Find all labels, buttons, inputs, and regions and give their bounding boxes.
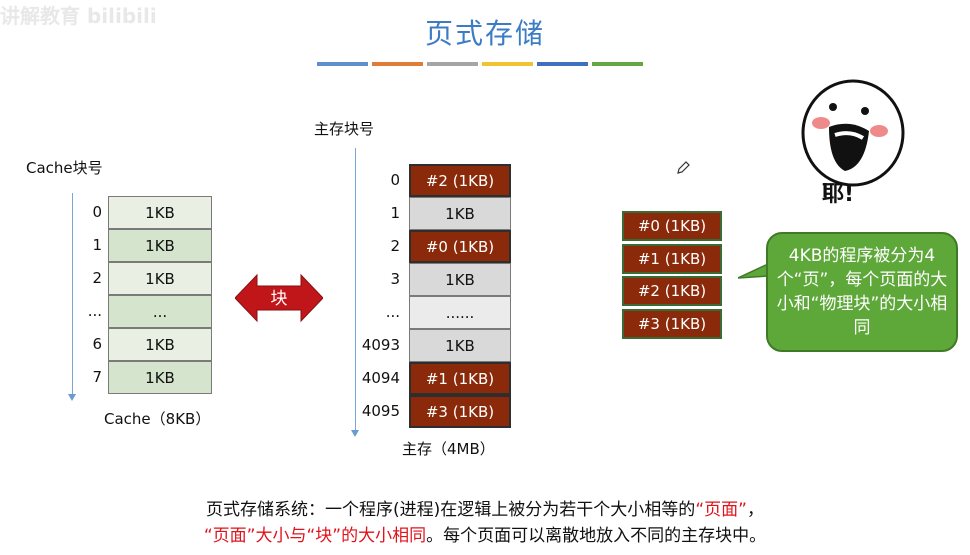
arrow-label: 块 <box>270 289 288 309</box>
cache-axis-arrow-icon <box>68 394 76 401</box>
memory-block-index: ... <box>385 303 400 321</box>
pencil-icon <box>677 161 690 174</box>
cache-block-index: 6 <box>92 335 102 353</box>
cache-axis-line <box>72 193 73 395</box>
caption-line-2: “页面”大小与“块”的大小相同。每个页面可以离散地放入不同的主存块中。 <box>0 521 970 546</box>
program-page: #0 (1KB) <box>622 211 722 241</box>
cache-block-cell: 1KB <box>108 328 212 361</box>
cache-caption: Cache（8KB） <box>104 410 211 428</box>
cache-block-cell: 1KB <box>108 361 212 394</box>
memory-block-index: 3 <box>390 270 400 288</box>
memory-block-cell: 1KB <box>409 197 511 230</box>
caption-line1-suffix: ， <box>746 500 764 520</box>
memory-axis-line <box>355 148 356 430</box>
double-arrow-shape <box>235 273 323 323</box>
memory-page-cell: #3 (1KB) <box>409 395 511 428</box>
memory-page-cell: #1 (1KB) <box>409 362 511 395</box>
cache-block-cell: ... <box>108 295 212 328</box>
title-color-bar <box>482 62 533 66</box>
caption-line1-prefix: 页式存储系统：一个程序(进程)在逻辑上被分为若干个大小相等的 <box>206 500 696 520</box>
memory-block-cell: 1KB <box>409 329 511 362</box>
speech-bubble: 4KB的程序被分为4个“页”，每个页面的大小和“物理块”的大小相同 <box>766 232 958 352</box>
caption-line2-suffix: 。每个页面可以离散地放入不同的主存块中。 <box>426 526 767 546</box>
cache-block-index: 0 <box>92 203 102 221</box>
memory-block-index: 4094 <box>361 369 400 387</box>
memory-block-index: 2 <box>390 237 400 255</box>
memory-header: 主存块号 <box>314 120 375 138</box>
cartoon-face-icon <box>801 79 905 197</box>
caption-line-1: 页式存储系统：一个程序(进程)在逻辑上被分为若干个大小相等的“页面”， <box>0 495 970 520</box>
cache-block-index: 2 <box>92 269 102 287</box>
cache-block-index: ... <box>87 302 102 320</box>
program-page: #3 (1KB) <box>622 308 722 339</box>
memory-caption: 主存（4MB） <box>402 440 495 458</box>
memory-block-cell: ...... <box>409 296 511 329</box>
memory-block-index: 1 <box>390 204 400 222</box>
memory-block-cell: 1KB <box>409 263 511 296</box>
title-color-bar <box>592 62 643 66</box>
memory-page-cell: #2 (1KB) <box>409 164 511 197</box>
program-page: #2 (1KB) <box>622 276 722 306</box>
title-color-bar <box>317 62 368 66</box>
cache-header: Cache块号 <box>26 159 103 177</box>
double-arrow-icon <box>235 273 323 323</box>
title-color-bar <box>372 62 423 66</box>
title-color-bar <box>427 62 478 66</box>
memory-block-index: 0 <box>390 171 400 189</box>
caption-line1-red: “页面” <box>695 500 747 520</box>
title-color-bar <box>537 62 588 66</box>
memory-block-index: 4095 <box>361 402 400 420</box>
cache-block-cell: 1KB <box>108 262 212 295</box>
watermark: 讲解教育 bilibili <box>0 4 157 28</box>
page-title: 页式存储 <box>424 17 545 50</box>
cache-block-cell: 1KB <box>108 229 212 262</box>
face-text: 耶! <box>822 182 855 207</box>
cache-block-cell: 1KB <box>108 196 212 229</box>
memory-block-index: 4093 <box>361 336 400 354</box>
cache-block-index: 1 <box>92 236 102 254</box>
program-page: #1 (1KB) <box>622 243 722 274</box>
caption-line2-red: “页面”大小与“块”的大小相同 <box>203 526 427 546</box>
memory-axis-arrow-icon <box>351 430 359 437</box>
memory-page-cell: #0 (1KB) <box>409 230 511 263</box>
cache-block-index: 7 <box>92 368 102 386</box>
